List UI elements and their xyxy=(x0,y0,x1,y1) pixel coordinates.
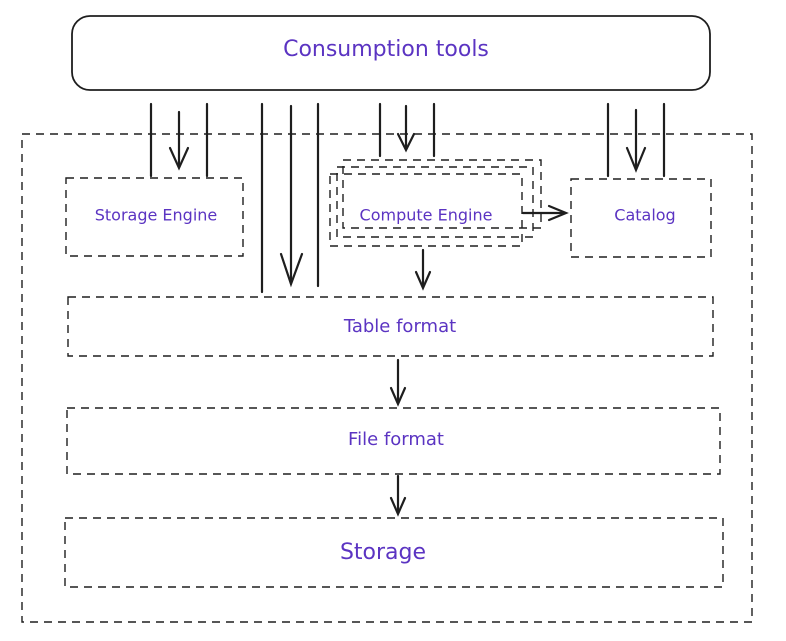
storage-node: Storage xyxy=(64,517,724,588)
catalog-node: Catalog xyxy=(570,178,712,258)
compute-engine-label: Compute Engine xyxy=(360,206,493,225)
file-format-node: File format xyxy=(66,407,721,475)
storage-engine-node: Storage Engine xyxy=(65,177,244,257)
storage-label: Storage xyxy=(340,540,426,565)
flow-to-catalog xyxy=(606,102,666,178)
arrow-compute-to-catalog xyxy=(521,204,569,222)
lakehouse-boundary xyxy=(21,133,753,623)
flow-to-table-format xyxy=(260,102,320,294)
catalog-label: Catalog xyxy=(614,206,675,225)
table-format-node: Table format xyxy=(67,296,714,357)
arrow-compute-to-table-format xyxy=(414,248,432,291)
consumption-tools-node: Consumption tools xyxy=(71,15,711,91)
file-format-label: File format xyxy=(348,429,444,450)
arrow-file-to-storage xyxy=(389,474,407,517)
consumption-tools-label: Consumption tools xyxy=(283,37,489,62)
compute-engine-node: Compute Engine xyxy=(329,159,542,247)
flow-to-storage-engine xyxy=(149,102,209,178)
flow-to-compute-engine xyxy=(378,102,436,158)
storage-engine-label: Storage Engine xyxy=(95,206,218,225)
arrow-table-to-file-format xyxy=(389,358,407,407)
table-format-label: Table format xyxy=(343,316,456,337)
